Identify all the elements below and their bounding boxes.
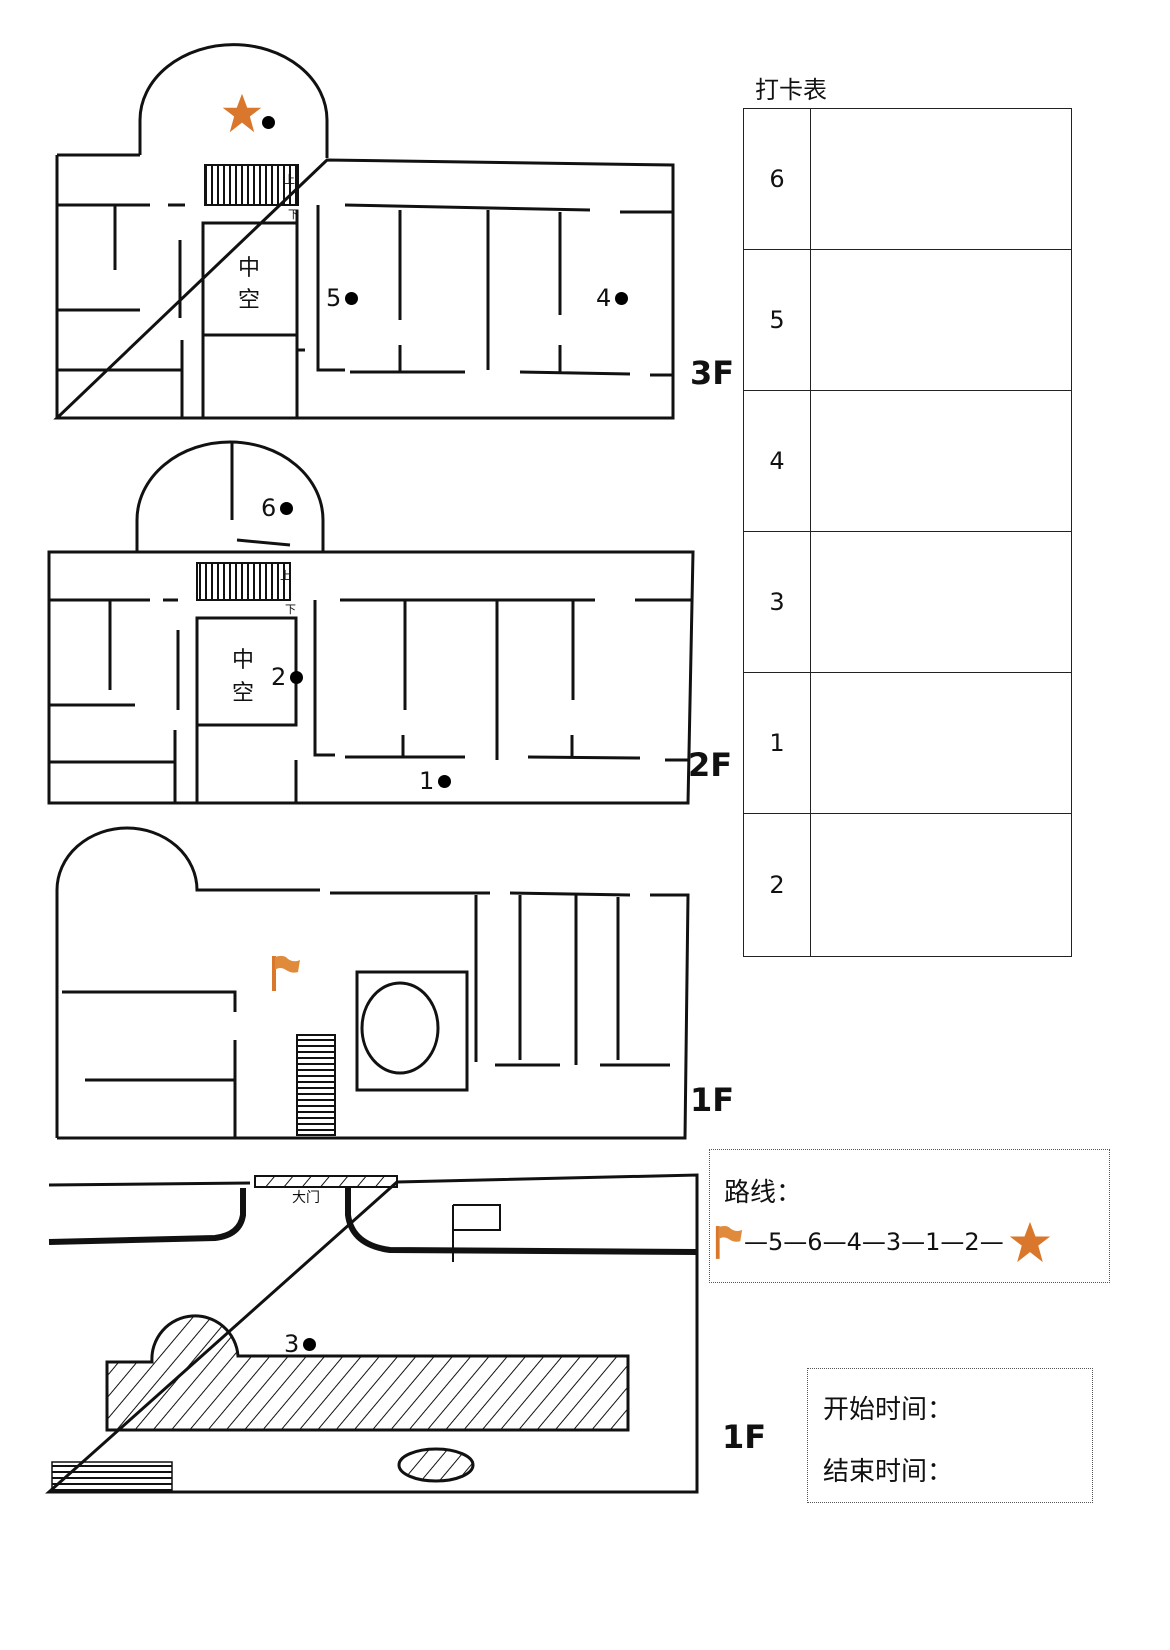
route-step: 2 <box>964 1228 980 1256</box>
checkin-row-number: 5 <box>744 250 811 390</box>
stairs-up-label-3f: 上 <box>284 173 295 186</box>
checkpoint-2: 2 <box>271 663 304 691</box>
floor-2f-plan <box>47 440 695 805</box>
route-step: 5 <box>768 1228 784 1256</box>
hollow-label-2f-2: 空 <box>232 675 254 707</box>
checkin-row-number: 1 <box>744 673 811 813</box>
checkpoint-5: 5 <box>326 284 359 312</box>
checkin-row[interactable]: 2 <box>744 814 1071 956</box>
floor-label-3f: 3F <box>690 354 735 392</box>
main-gate-label: 大门 <box>292 1190 320 1206</box>
flag-icon <box>272 955 300 991</box>
checkpoint-1: 1 <box>419 767 452 795</box>
stairs-down-label-2f: 下 <box>285 603 296 616</box>
hollow-label-3f: 中 <box>238 250 260 282</box>
stairs-down-label-3f: 下 <box>288 208 299 221</box>
checkin-table-title: 打卡表 <box>755 76 827 104</box>
goal-dot <box>262 116 275 129</box>
route-step: 3 <box>885 1228 902 1256</box>
start-time-label: 开始时间： <box>823 1395 954 1425</box>
checkin-row[interactable]: 3 <box>744 532 1071 673</box>
star-icon <box>222 93 262 133</box>
floor-label-2f: 2F <box>688 746 733 784</box>
checkpoint-dot <box>438 774 452 788</box>
route-box: 路线： —5 —6 —4 —3 —1 —2 — <box>709 1149 1110 1283</box>
checkpoint-3: 3 <box>284 1330 317 1358</box>
flag-icon <box>715 1225 743 1259</box>
checkin-row[interactable]: 1 <box>744 673 1071 814</box>
hollow-label-2f: 中 <box>232 642 254 674</box>
route-step: 6 <box>807 1228 823 1256</box>
checkin-row-number: 4 <box>744 391 811 531</box>
checkin-row-number: 3 <box>744 532 811 672</box>
kong-text: 空 <box>232 681 255 706</box>
checkin-row-number: 6 <box>744 109 811 249</box>
star-icon <box>1009 1221 1050 1263</box>
checkpoint-dot <box>290 670 304 684</box>
checkin-table: 6 5 4 3 1 2 <box>743 108 1072 957</box>
hollow-label-3f-2: 空 <box>238 282 260 314</box>
floor-3f-plan <box>53 43 675 420</box>
route-step: 4 <box>846 1228 862 1256</box>
checkpoint-dot <box>303 1337 317 1351</box>
checkin-row[interactable]: 5 <box>744 250 1071 391</box>
stairs-up-label-2f: 上 <box>280 569 291 582</box>
checkpoint-dot <box>345 291 359 305</box>
checkin-row-number: 2 <box>744 814 811 956</box>
floor-1f-yard-plan <box>45 1173 699 1494</box>
checkpoint-dot <box>280 501 294 515</box>
floor-label-1f: 1F <box>690 1081 735 1119</box>
route-sequence: —5 —6 —4 —3 —1 —2 — <box>714 1220 1052 1264</box>
checkpoint-4: 4 <box>596 284 629 312</box>
checkin-row[interactable]: 6 <box>744 109 1071 250</box>
checkpoint-6: 6 <box>261 494 294 522</box>
kong-text: 空 <box>238 288 261 313</box>
route-label: 路线： <box>724 1178 803 1208</box>
zhong-text: 中 <box>238 256 261 281</box>
end-time-label: 结束时间： <box>823 1457 954 1487</box>
floor-1f-plan <box>55 826 690 1140</box>
route-step: 1 <box>925 1228 941 1256</box>
time-box: 开始时间： 结束时间： <box>807 1368 1093 1503</box>
zhong-text: 中 <box>232 648 255 673</box>
checkin-row[interactable]: 4 <box>744 391 1071 532</box>
checkpoint-dot <box>615 291 629 305</box>
floor-label-1f-yard: 1F <box>722 1418 767 1456</box>
